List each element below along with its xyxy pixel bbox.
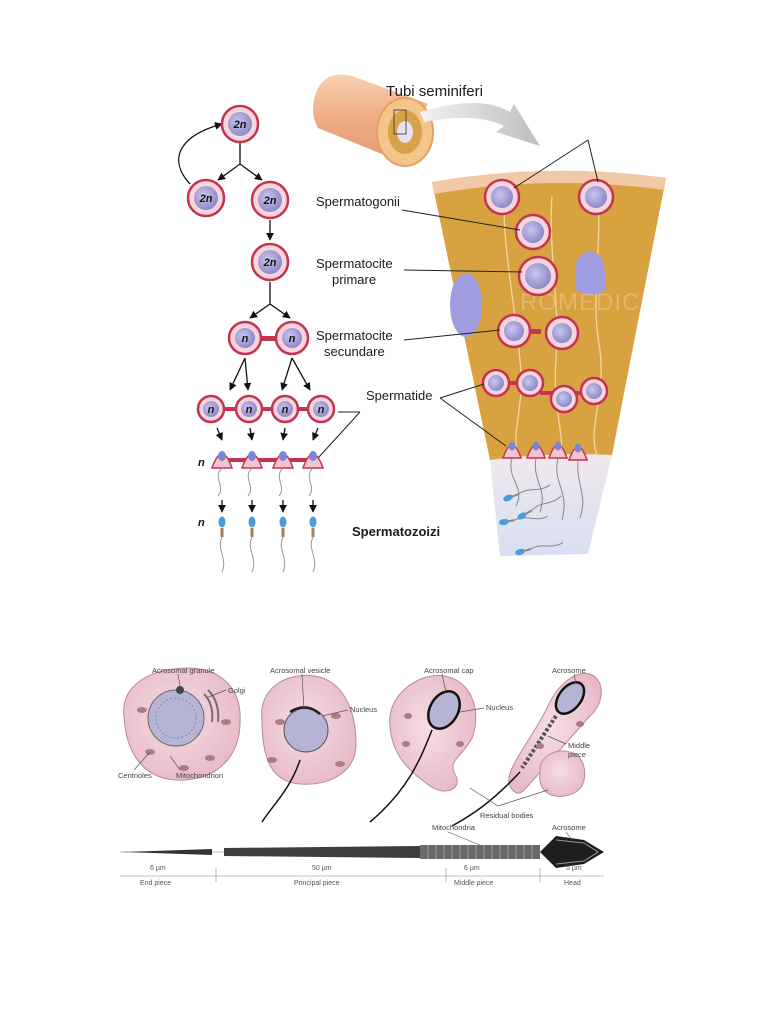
lineage-arrows <box>178 122 320 513</box>
ploidy-label: 2n <box>263 195 277 207</box>
label-spermatocite-primare-2: primare <box>332 272 376 287</box>
stage4-spermatid <box>451 672 602 827</box>
stage1-spermatid <box>123 667 241 781</box>
ploidy-label: n <box>282 404 289 416</box>
ploidy-label: n <box>246 404 253 416</box>
ploidy-label: n <box>289 333 296 345</box>
measure-principal-piece: 50 µm <box>312 865 332 872</box>
label-residual-bodies: Residual bodies <box>480 811 534 820</box>
stage2-spermatid <box>261 674 357 823</box>
spermiogenesis-panel: Acrosomal granule Golgi Centrioles Mitoc… <box>118 666 604 887</box>
haploid-pair: n n <box>227 320 310 356</box>
diploid-cell-primary: 2n <box>250 242 290 282</box>
label-spermatogonii: Spermatogonii <box>316 194 400 209</box>
label-acrosome-2: Acrosome <box>552 823 586 832</box>
diploid-cell-right: 2n <box>250 180 290 220</box>
measure-middle-piece: 6 µm <box>464 865 480 872</box>
label-centrioles: Centrioles <box>118 771 152 780</box>
ploidy-label-spermatid: n <box>198 457 205 469</box>
top-leader-lines <box>317 139 599 459</box>
label-head: Head <box>564 880 581 887</box>
label-spermatozoizi: Spermatozoizi <box>352 524 440 539</box>
diploid-cell-top: 2n <box>220 104 260 144</box>
label-nucleus-1: Nucleus <box>350 705 377 714</box>
ploidy-label: 2n <box>199 193 213 205</box>
secondary-spermatocyte-pair <box>496 313 580 351</box>
bottom-leader-lines <box>133 673 577 807</box>
label-mitochondrion: Mitochondrion <box>176 771 223 780</box>
label-spermatocite-secundare-2: secundare <box>324 344 385 359</box>
label-spermatocite-primare-1: Spermatocite <box>316 256 393 271</box>
label-spermatide: Spermatide <box>366 388 432 403</box>
ploidy-label: 2n <box>233 119 247 131</box>
ploidy-label: n <box>208 404 215 416</box>
elongating-spermatids <box>501 441 589 521</box>
ploidy-label-spermatozoa: n <box>198 517 205 529</box>
label-acrosomal-granule: Acrosomal granule <box>152 666 215 675</box>
label-middle-piece-2: piece <box>568 750 586 759</box>
tubi-seminiferi-title: Tubi seminiferi <box>386 83 483 100</box>
zoom-arrow <box>420 103 540 146</box>
ploidy-label: n <box>242 333 249 345</box>
spermatogonium-cell <box>514 213 552 251</box>
label-mitochondria: Mitochondria <box>432 823 476 832</box>
haploid-elongating-row <box>210 451 325 497</box>
measure-head: 5 µm <box>566 865 582 872</box>
spermatogonium-cell <box>483 178 521 216</box>
label-end-piece: End piece <box>140 880 171 887</box>
haploid-spermatid-row: n n n n <box>196 394 336 424</box>
stage3-spermatid <box>369 675 477 823</box>
free-spermatozoa <box>499 484 564 556</box>
label-spermatocite-secundare-1: Spermatocite <box>316 328 393 343</box>
label-acrosomal-vesicle: Acrosomal vesicle <box>270 666 330 675</box>
residual-body <box>539 750 586 797</box>
wedge-cells <box>481 178 615 556</box>
primary-spermatocyte-cell <box>517 255 559 297</box>
label-acrosomal-cap: Acrosomal cap <box>424 666 474 675</box>
label-acrosome-1: Acrosome <box>552 666 586 675</box>
label-golgi: Golgi <box>228 686 246 695</box>
label-middle-piece-3: Middle piece <box>454 880 493 887</box>
ploidy-label: 2n <box>263 257 277 269</box>
ploidy-label: n <box>318 404 325 416</box>
lumen <box>490 454 612 556</box>
measure-end-piece: 6 µm <box>150 865 166 872</box>
diploid-cell-left: 2n <box>186 178 226 218</box>
label-middle-piece-1: Middle <box>568 741 590 750</box>
label-nucleus-2: Nucleus <box>486 703 513 712</box>
spermatid-chain <box>481 368 609 414</box>
spermatogonium-cell <box>577 178 615 216</box>
lineage-cells: 2n 2n 2n 2n n n n n n n <box>186 104 336 573</box>
label-principal-piece: Principal piece <box>294 880 340 887</box>
seminiferous-tubule-tube <box>313 74 434 167</box>
spermatozoa-row <box>218 516 317 573</box>
mature-sperm <box>120 831 604 882</box>
